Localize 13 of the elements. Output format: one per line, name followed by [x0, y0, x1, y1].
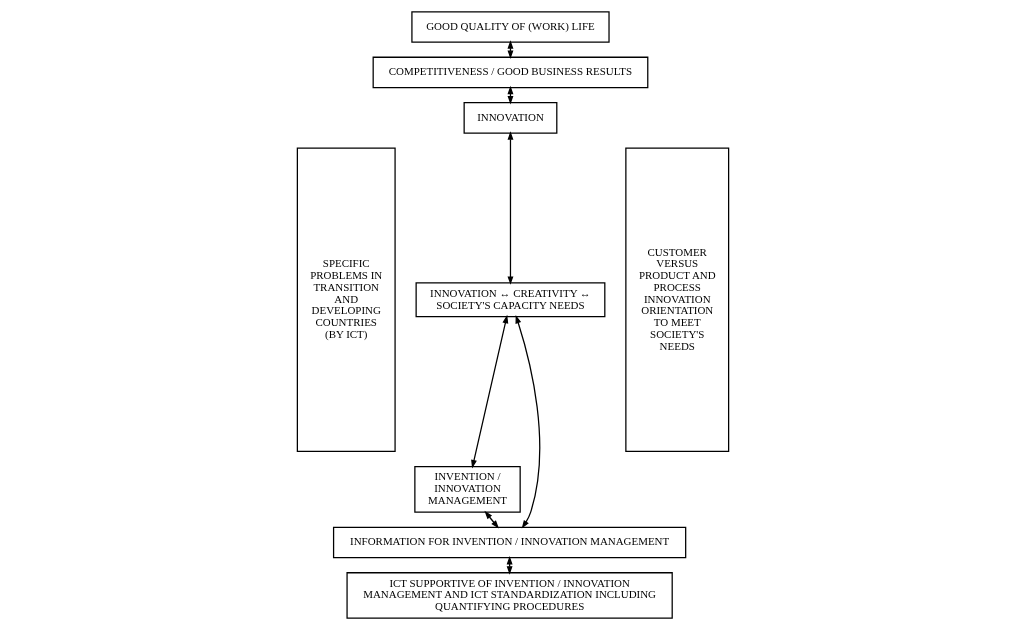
arrow — [515, 314, 540, 529]
arrow — [470, 314, 508, 469]
node-box: INNOVATION — [463, 102, 557, 134]
node-box: CUSTOMER VERSUS PRODUCT AND PROCESS INNOVATION ORIENTATION TO MEET SOCIETY'S NEEDS — [624, 147, 729, 453]
node-box: SPECIFIC PROBLEMS IN TRANSITION AND DEVELOPING COUNTRIES (BY ICT) — [296, 147, 396, 453]
node-box: COMPETITIVENESS / GOOD BUSINESS RESULTS — [372, 56, 648, 89]
node-box: GOOD QUALITY OF (WORK) LIFE — [410, 11, 610, 43]
node-box: INNOVATION ↔ CREATIVITY ↔ SOCIETY'S CAPACITY NEEDS — [415, 282, 605, 318]
node-box: ICT SUPPORTIVE OF INVENTION / INNOVATION MANAGEMENT AND ICT STANDARDIZATION INCLUDING QUANTIFYING PROCEDURES — [345, 572, 673, 619]
arrow — [507, 131, 513, 285]
arrow — [483, 510, 499, 529]
node-box: INVENTION / INNOVATION MANAGEMENT — [413, 466, 521, 513]
node-box: INFORMATION FOR INVENTION / INNOVATION MANAGEMENT — [332, 526, 686, 559]
